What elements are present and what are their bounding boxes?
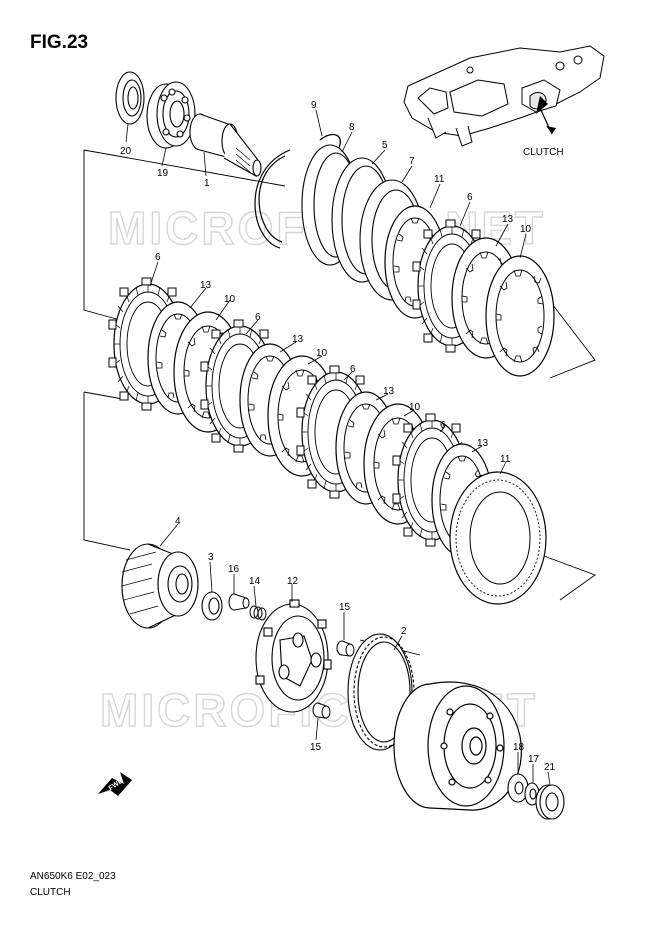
label-15-top: 15 [339, 602, 351, 613]
label-7: 7 [409, 156, 415, 167]
label-13-d: 13 [477, 438, 489, 449]
label-6-a: 6 [155, 252, 161, 263]
figure-caption: CLUTCH [30, 887, 71, 898]
label-6-top: 6 [467, 192, 473, 203]
engine-case-illustration [403, 45, 605, 147]
steel-plate-10-top [485, 255, 555, 377]
primary-shaft-1 [189, 113, 262, 177]
label-20: 20 [120, 146, 132, 157]
label-16: 16 [228, 564, 240, 575]
label-10-top: 10 [520, 224, 532, 235]
label-2: 2 [401, 626, 407, 637]
bearing-19 [146, 81, 196, 149]
label-13-a: 13 [200, 280, 212, 291]
label-11-top: 11 [434, 174, 445, 185]
label-17: 17 [528, 754, 540, 765]
label-6-c: 6 [350, 364, 356, 375]
snap-ring [254, 149, 291, 249]
primary-driven-gear-housing [393, 681, 522, 811]
label-12: 12 [287, 576, 299, 587]
label-18: 18 [513, 742, 525, 753]
label-3: 3 [208, 552, 214, 563]
clutch-callout-label: CLUTCH [523, 147, 564, 158]
pin-15-bottom [312, 702, 331, 719]
label-14: 14 [249, 576, 261, 587]
label-4: 4 [175, 516, 181, 527]
spacer-17 [524, 782, 540, 806]
forward-direction-arrow: FWD [98, 772, 132, 796]
label-19: 19 [157, 168, 169, 179]
clutch-location-pointer [536, 96, 556, 135]
label-1: 1 [204, 178, 210, 189]
label-8: 8 [349, 122, 355, 133]
label-6-d: 6 [440, 420, 446, 431]
clutch-plate-11-bottom [449, 471, 547, 605]
label-10-a: 10 [224, 294, 236, 305]
label-11-bottom: 11 [500, 454, 511, 465]
clutch-hub-4 [121, 543, 199, 629]
label-13-c: 13 [383, 386, 395, 397]
model-code: AN650K6 E02_023 [30, 871, 116, 882]
label-21: 21 [544, 762, 556, 773]
label-9: 9 [311, 100, 317, 111]
label-15-bottom: 15 [310, 742, 322, 753]
spring-14 [249, 605, 267, 621]
label-10-c: 10 [409, 402, 421, 413]
circlip-9 [319, 133, 341, 151]
pin-15-top [336, 640, 355, 657]
reference-numbers: 20 19 1 9 8 5 7 11 6 13 10 6 13 10 6 13 … [120, 100, 556, 773]
label-10-b: 10 [316, 348, 328, 359]
one-way-clutch-2 [347, 633, 415, 751]
leader-lines [125, 109, 551, 786]
bearing-21 [535, 784, 565, 820]
label-13-top: 13 [502, 214, 514, 225]
driven-plate-12 [255, 599, 332, 713]
label-13-b: 13 [292, 334, 304, 345]
label-5: 5 [382, 140, 388, 151]
figure-title: FIG.23 [30, 32, 89, 53]
washer-3 [201, 591, 223, 621]
label-6-b: 6 [255, 312, 261, 323]
oil-seal-20 [115, 71, 145, 125]
bolt-16 [228, 593, 250, 611]
